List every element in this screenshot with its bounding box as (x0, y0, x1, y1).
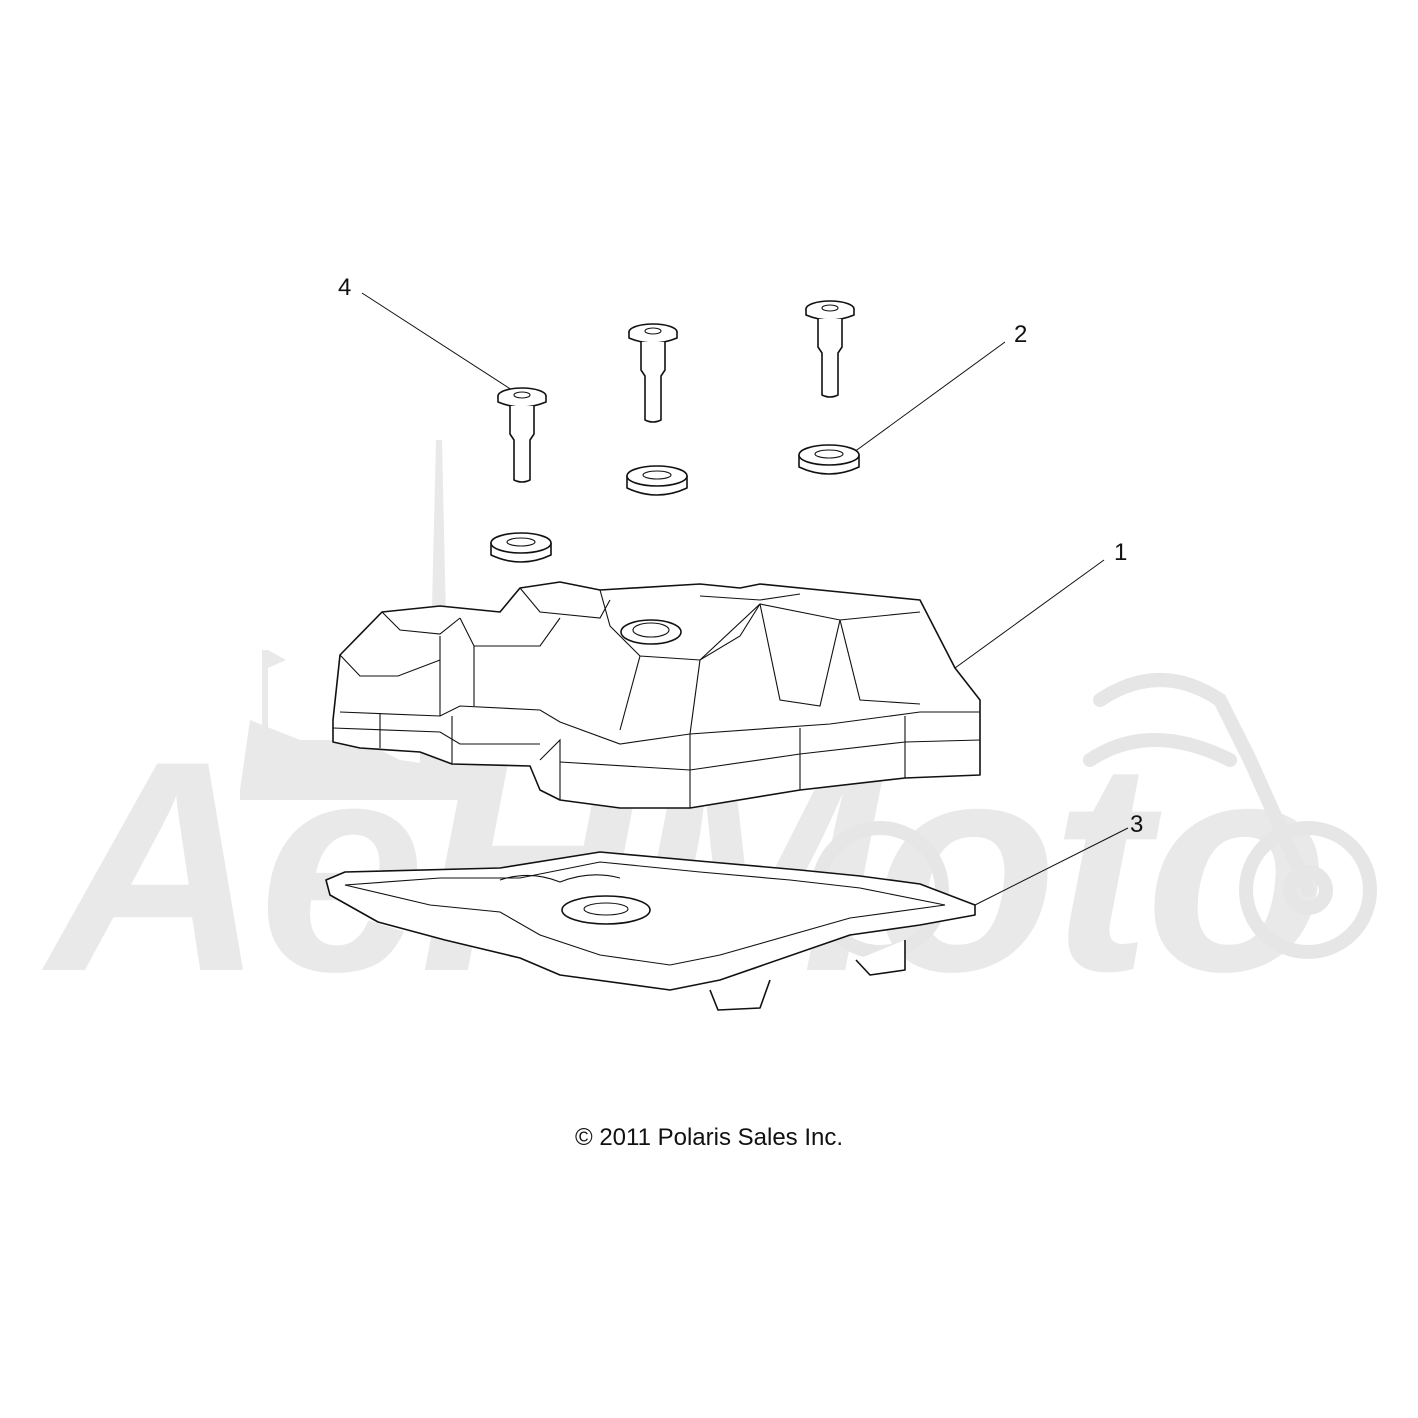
leader-lines (361, 292, 1129, 906)
grommet (798, 444, 860, 475)
grommet (626, 465, 688, 496)
copyright-text: © 2011 Polaris Sales Inc. (574, 1124, 844, 1151)
gasket (325, 851, 976, 1011)
shoulder-bolt (805, 300, 855, 398)
valve-cover (332, 581, 981, 809)
callouts: 1 2 3 4 (338, 274, 1143, 838)
shoulder-bolt (628, 323, 678, 423)
leader-2 (849, 341, 1006, 456)
leader-4 (361, 292, 513, 391)
callout-3: 3 (1130, 811, 1143, 838)
callout-1: 1 (1114, 539, 1127, 566)
leader-3 (974, 827, 1129, 906)
callout-2: 2 (1014, 321, 1027, 348)
leader-1 (954, 559, 1105, 669)
callout-4: 4 (338, 274, 351, 301)
shoulder-bolt (497, 387, 547, 483)
grommet (490, 532, 552, 563)
